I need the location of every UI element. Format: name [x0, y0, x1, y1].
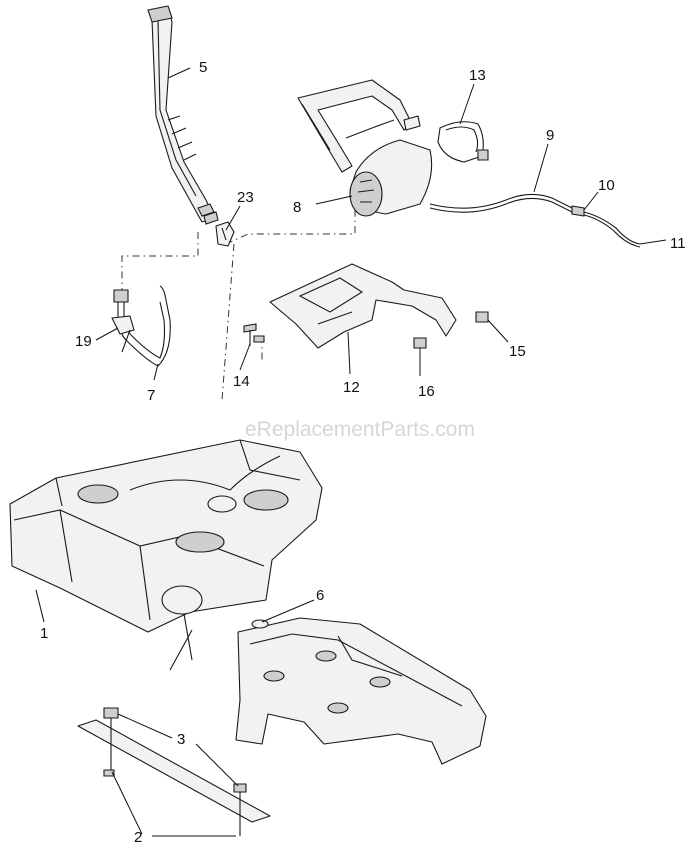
callout-11: 11 — [670, 235, 686, 252]
heat-shield — [269, 263, 457, 349]
callout-15: 15 — [509, 343, 526, 360]
canister-bracket — [297, 79, 421, 173]
fuel-tank — [9, 439, 323, 671]
callout-13: 13 — [469, 67, 486, 84]
callout-23: 23 — [237, 189, 254, 206]
callout-16: 16 — [418, 383, 435, 400]
callout-12: 12 — [343, 379, 360, 396]
tank-mount-plate — [235, 617, 487, 765]
clip — [215, 221, 235, 247]
callout-8: 8 — [293, 199, 301, 216]
callout-7: 7 — [147, 387, 155, 404]
canister-strap — [437, 121, 489, 163]
tank-strap-bar — [77, 707, 271, 836]
callout-19: 19 — [75, 333, 92, 350]
callout-14: 14 — [233, 373, 250, 390]
callout-5: 5 — [199, 59, 207, 76]
vent-hose — [111, 285, 171, 367]
leader-lines — [35, 67, 667, 837]
vapor-canister — [349, 139, 433, 217]
filler-neck — [147, 5, 219, 225]
callout-6: 6 — [316, 587, 324, 604]
vent-line — [429, 193, 641, 248]
callout-3: 3 — [177, 731, 185, 748]
callout-1: 1 — [40, 625, 48, 642]
callout-9: 9 — [546, 127, 554, 144]
fasteners — [243, 311, 489, 349]
callout-10: 10 — [598, 177, 615, 194]
watermark-text: eReplacementParts.com — [245, 418, 475, 441]
callout-2: 2 — [134, 829, 142, 846]
callout-labels: 5 23 8 13 9 10 11 19 7 14 12 16 15 1 6 3… — [40, 59, 686, 846]
